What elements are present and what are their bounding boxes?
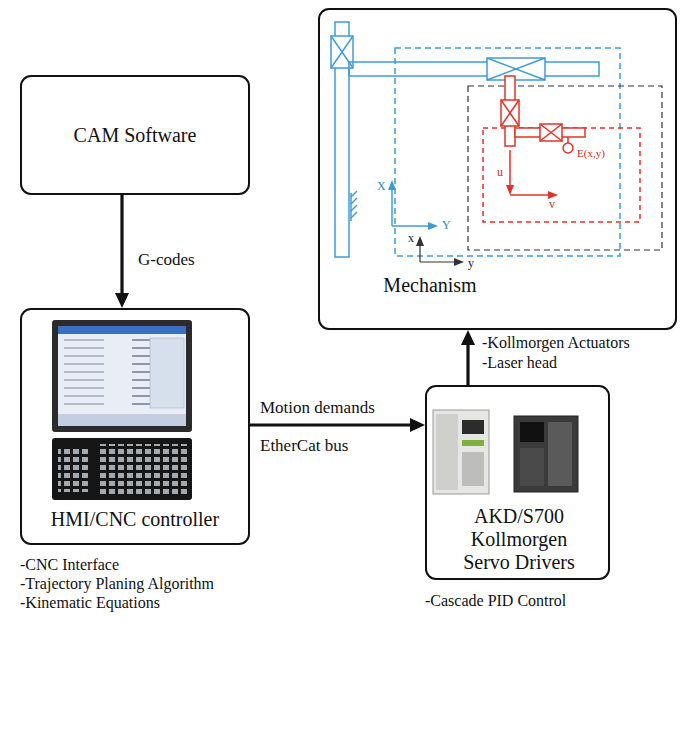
drawing-rect [395, 48, 620, 256]
axis-label: u [497, 166, 503, 180]
arrow-line [120, 195, 123, 296]
drawing-rect [58, 326, 186, 334]
drawing-line [351, 205, 357, 211]
drawing-rect [52, 320, 192, 432]
process-box: AKD/S700 Kollmorgen Servo Drivers [425, 385, 610, 580]
drawing-rect [462, 420, 484, 434]
axis-label: y [468, 257, 474, 271]
drawing-polygon [506, 185, 514, 195]
drawing-rect [349, 62, 599, 76]
drawing-rect [540, 124, 562, 141]
drawing-line [351, 212, 357, 218]
drawing-rect [468, 86, 662, 250]
drawing-rect [548, 422, 572, 486]
flow-arrow [115, 195, 129, 308]
drawing-line [567, 137, 569, 143]
drawing-g [331, 22, 620, 257]
drawing-line [501, 100, 519, 126]
drawing-polygon [416, 236, 424, 246]
drawing-line [392, 225, 430, 227]
drawing-rect [462, 452, 484, 486]
note-text: -Kinematic Equations [20, 594, 160, 612]
drawing-line [540, 124, 562, 141]
servo-drive-picture [433, 410, 578, 494]
arrow-head [115, 293, 129, 308]
drawing-rect [487, 58, 545, 80]
edge-label: G-codes [138, 250, 195, 270]
drawing-line [510, 194, 550, 196]
drawing-line [509, 150, 511, 187]
bus-label: EtherCat bus [260, 436, 348, 456]
arrow-head [461, 330, 475, 345]
drawing-g [416, 86, 662, 266]
drawing-rect [58, 338, 186, 410]
drawing-rect [150, 338, 184, 408]
note-text: -CNC Interface [20, 556, 119, 574]
drawing-line [419, 244, 420, 262]
axis-label: Y [442, 219, 451, 233]
point-label: E(x,y) [577, 147, 605, 160]
arrow-head [410, 418, 425, 432]
note-text: -Kollmorgen Actuators [482, 334, 630, 352]
drawing-line [351, 191, 357, 197]
drawing-rect [58, 446, 90, 492]
box-title: AKD/S700 Kollmorgen Servo Drivers [454, 505, 584, 574]
flow-arrow [250, 418, 425, 432]
flow-arrow [461, 330, 475, 385]
note-text: -Trajectory Planing Algorithm [20, 575, 214, 593]
drawing-rect [52, 438, 192, 500]
note-text: -Cascade PID Control [425, 592, 566, 610]
box-title: CAM Software [32, 124, 238, 147]
drawing-line [351, 198, 357, 204]
drawing-polygon [454, 258, 464, 266]
drawing-polygon [388, 180, 396, 190]
arrow-line [250, 423, 413, 426]
drawing-rect [520, 422, 544, 442]
drawing-rect [501, 100, 519, 126]
drawing-circle [563, 143, 573, 153]
axis-label: x [408, 232, 414, 246]
drawing-line [420, 261, 456, 262]
drawing-rect [58, 326, 186, 426]
drawing-rect [514, 416, 578, 492]
drawing-rect [462, 440, 484, 446]
drawing-rect [520, 448, 544, 486]
drawing-rect [98, 444, 188, 494]
drawing-line [391, 188, 393, 226]
drawing-rect [436, 414, 458, 490]
drawing-line [487, 58, 545, 80]
process-box: HMI/CNC controller [20, 308, 250, 545]
axis-label: v [549, 198, 555, 212]
drawing-line [487, 58, 545, 80]
drawing-line [501, 100, 519, 126]
note-text: -Laser head [482, 354, 557, 372]
drawing-polygon [428, 222, 438, 230]
arrow-line [466, 342, 469, 385]
edge-label: Motion demands [260, 398, 375, 418]
drawing-line [540, 124, 562, 141]
drawing-rect [58, 414, 186, 426]
cnc-panel-picture [52, 320, 192, 500]
process-box: CAM Software [20, 75, 250, 195]
box-title: HMI/CNC controller [32, 508, 238, 531]
drawing-rect [433, 410, 489, 494]
drawing-g [483, 76, 640, 222]
mechanism-drawing [331, 22, 662, 266]
box-title: Mechanism [360, 274, 500, 297]
axis-label: X [377, 180, 386, 194]
